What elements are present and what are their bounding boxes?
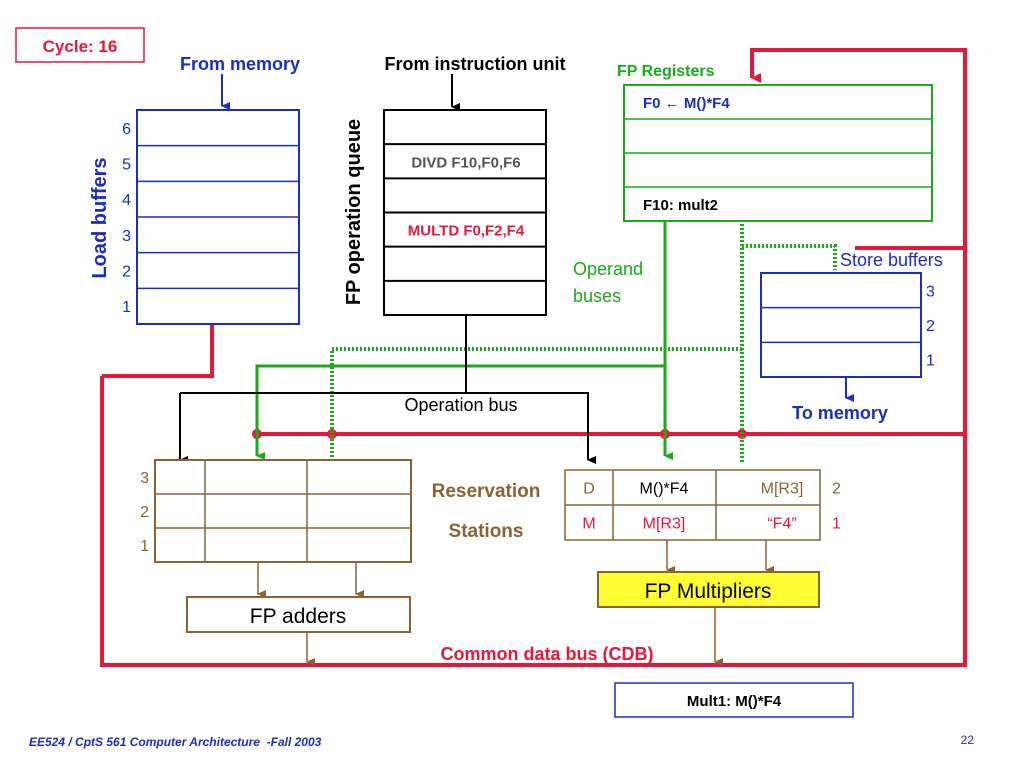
store-buffer-number: 3	[926, 283, 935, 300]
reservation-label: Reservation	[432, 481, 541, 502]
store-buffer-number: 2	[926, 318, 935, 335]
fp-adders: FP adders	[186, 596, 411, 633]
from-memory-label: From memory	[180, 54, 300, 74]
mult-rs-op: D	[583, 481, 595, 498]
from-instruction-unit-label: From instruction unit	[385, 54, 566, 74]
fp-registers-label: FP Registers	[617, 63, 715, 80]
mult-rs-value2: “F4”	[767, 516, 796, 533]
cdb-value: Mult1: M()*F4	[687, 693, 782, 710]
cdb-lines	[100, 48, 967, 667]
stations-label: Stations	[449, 521, 524, 542]
operation-bus-label: Operation bus	[404, 395, 517, 415]
op-queue-entry: DIVD F10,F0,F6	[411, 154, 520, 171]
cdb-label: Common data bus (CDB)	[441, 644, 654, 664]
fp-adders-label: FP adders	[250, 605, 347, 628]
mult-rs-op: M	[582, 516, 595, 533]
load-buffer-number: 6	[122, 121, 131, 138]
adder-rs-number: 1	[140, 538, 149, 555]
memory-arrows	[221, 74, 854, 402]
load-buffer-number: 5	[122, 157, 131, 174]
cdb-to-load-buffers	[102, 325, 214, 378]
adder-rs-number: 2	[140, 504, 149, 521]
buses-label: buses	[573, 286, 621, 306]
store-buffer-number: 1	[926, 353, 935, 370]
mult-rs-value2: M[R3]	[761, 481, 804, 498]
load-buffer-number: 2	[122, 264, 131, 281]
mult-rs-value1: M()*F4	[640, 481, 689, 498]
store-buffers-label: Store buffers	[840, 250, 943, 270]
cdb-value-box: Mult1: M()*F4	[614, 682, 854, 718]
mult-rs-number: 1	[832, 516, 841, 533]
fu-arrows	[257, 540, 774, 666]
adder-reservation-stations: 3 2 1	[140, 459, 412, 563]
load-buffer-number: 4	[122, 192, 131, 209]
footer-page-number: 22	[961, 733, 975, 747]
load-buffers-label: Load buffers	[89, 157, 111, 278]
operand-label: Operand	[573, 259, 643, 279]
fp-register-entry: F10: mult2	[643, 197, 718, 214]
cycle-box: Cycle: 16	[15, 27, 145, 63]
op-queue-entry: MULTD F0,F2,F4	[408, 223, 525, 240]
store-buffers: 3 2 1	[760, 272, 935, 378]
cdb-loop	[100, 48, 967, 667]
to-memory-label: To memory	[792, 403, 888, 423]
fp-operation-queue-label: FP operation queue	[343, 119, 365, 305]
fp-multipliers: FP Multipliers	[597, 571, 820, 608]
load-buffer-number: 3	[122, 228, 131, 245]
footer-course: EE524 / CptS 561 Computer Architecture -…	[29, 735, 322, 749]
load-buffer-number: 1	[122, 299, 131, 316]
fp-multipliers-label: FP Multipliers	[645, 580, 772, 603]
mult-rs-value1: M[R3]	[643, 516, 686, 533]
load-buffers: 6 5 4 3 2 1	[122, 109, 300, 325]
mult-rs-number: 2	[832, 481, 841, 498]
operand-buses	[255, 218, 837, 462]
fp-register-entry: F0 ← M()*F4	[643, 95, 730, 112]
adder-rs-number: 3	[140, 470, 149, 487]
operation-bus	[179, 74, 596, 464]
cycle-label: Cycle: 16	[43, 37, 118, 56]
